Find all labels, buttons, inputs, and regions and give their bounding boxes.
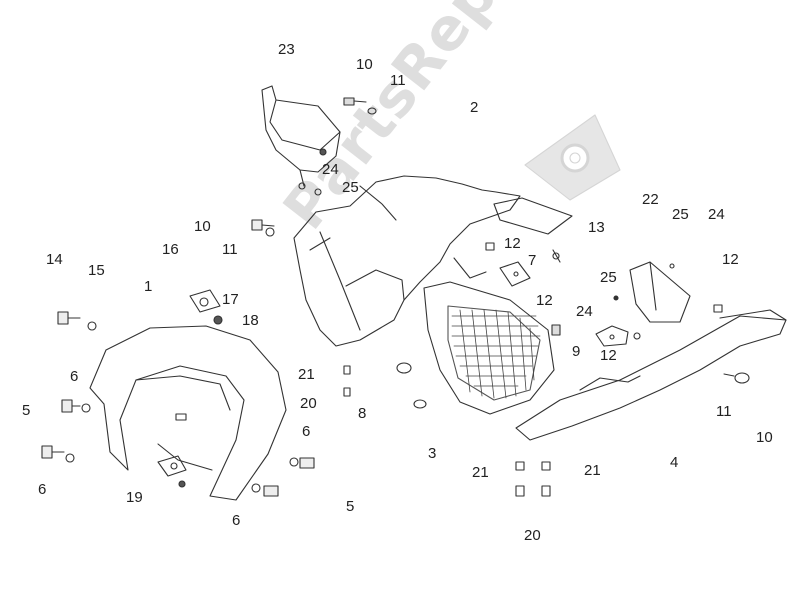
callout-label: 12: [600, 347, 617, 364]
callout-label: 20: [300, 395, 317, 412]
callout-label: 23: [278, 41, 295, 58]
callout-label: 10: [356, 56, 373, 73]
callout-label: 24: [708, 206, 725, 223]
callout-label: 21: [472, 464, 489, 481]
callout-label: 17: [222, 291, 239, 308]
callout-label: 12: [504, 235, 521, 252]
callout-label: 22: [642, 191, 659, 208]
callout-label: 4: [670, 454, 679, 471]
callout-label: 6: [302, 423, 311, 440]
callout-label: 12: [722, 251, 739, 268]
callout-label: 25: [342, 179, 359, 196]
bracket-7: [485, 242, 531, 287]
bracket-22: [613, 261, 723, 323]
callout-label: 18: [242, 312, 259, 329]
gear-icon: [524, 114, 621, 201]
callout-label: 1: [144, 278, 153, 295]
callout-label: 13: [588, 219, 605, 236]
callout-label: 15: [88, 262, 105, 279]
callout-label: 7: [528, 252, 537, 269]
callout-label: 6: [70, 368, 79, 385]
upper-fairing-2: [293, 175, 521, 347]
callout-label: 6: [38, 481, 47, 498]
callout-label: 11: [716, 403, 732, 420]
small-cover-13: [493, 197, 573, 263]
lower-side-panel-4: [515, 309, 787, 441]
callout-label: 16: [162, 241, 179, 258]
callout-label: 25: [600, 269, 617, 286]
front-mudguard-6: [89, 325, 287, 501]
side-grille-3: [423, 281, 561, 415]
callout-label: 6: [232, 512, 241, 529]
callout-label: 11: [390, 72, 406, 89]
clip-17: [157, 289, 223, 488]
callout-label: 5: [22, 402, 31, 419]
callout-label: 11: [222, 241, 238, 258]
bolts-left: [41, 219, 750, 497]
callout-label: 25: [672, 206, 689, 223]
callout-label: 24: [576, 303, 593, 320]
callout-label: 10: [756, 429, 773, 446]
callout-label: 19: [126, 489, 143, 506]
callout-label: 3: [428, 445, 437, 462]
callout-label: 2: [470, 99, 479, 116]
callout-label: 21: [298, 366, 315, 383]
upper-bracket-23: [261, 85, 341, 190]
callout-label: 20: [524, 527, 541, 544]
callout-label: 10: [194, 218, 211, 235]
screw-top: [314, 97, 377, 196]
callout-label: 9: [572, 343, 581, 360]
callout-label: 21: [584, 462, 601, 479]
callout-label: 24: [322, 161, 339, 178]
callout-label: 14: [46, 251, 63, 268]
callout-label: 8: [358, 405, 367, 422]
callout-label: 12: [536, 292, 553, 309]
callout-label: 5: [346, 498, 355, 515]
